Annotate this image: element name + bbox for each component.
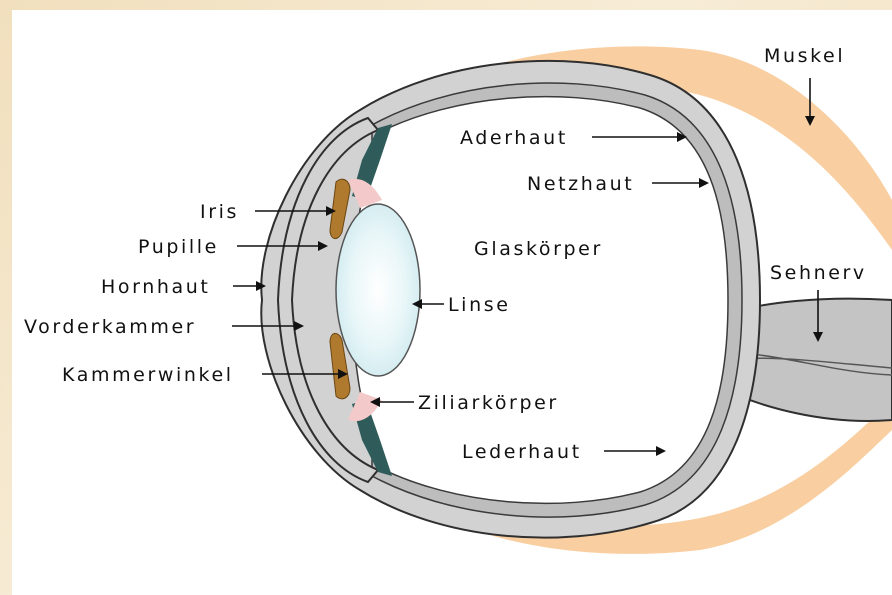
label-iris: Iris: [200, 201, 239, 223]
label-linse: Linse: [448, 294, 511, 316]
label-lederhaut: Lederhaut: [462, 441, 582, 463]
label-hornhaut: Hornhaut: [101, 276, 210, 298]
label-pupille: Pupille: [138, 236, 219, 258]
label-sehnerv: Sehnerv: [770, 262, 867, 284]
label-glaskoerper: Glaskörper: [474, 238, 603, 260]
lens: [336, 204, 420, 376]
label-ziliarkoerper: Ziliarkörper: [418, 392, 559, 414]
label-kammerwinkel: Kammerwinkel: [62, 364, 234, 386]
label-aderhaut: Aderhaut: [460, 127, 568, 149]
label-muskel: Muskel: [764, 45, 845, 67]
label-netzhaut: Netzhaut: [527, 173, 634, 195]
label-vorderkammer: Vorderkammer: [24, 316, 196, 338]
